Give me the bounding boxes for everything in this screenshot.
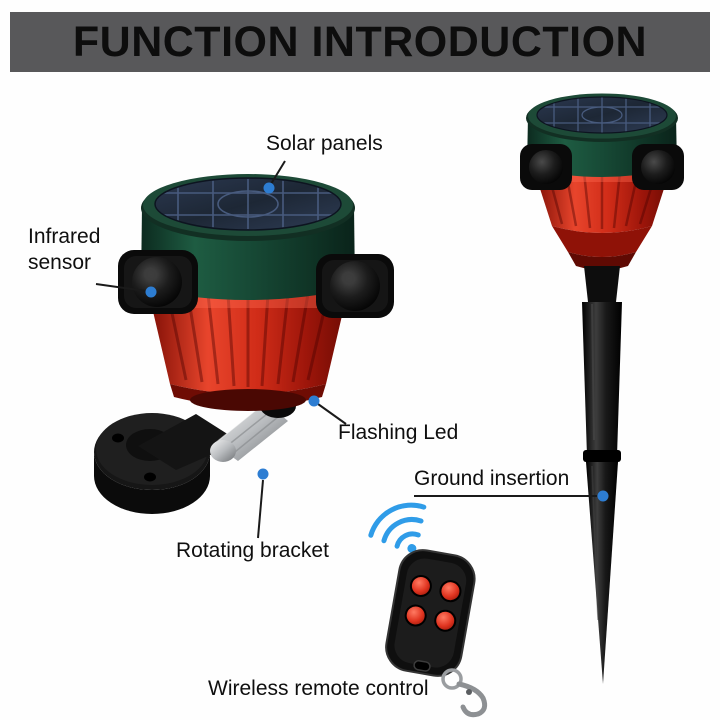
main-device-graphic xyxy=(118,174,394,411)
infrared-sensor-label: Infrared sensor xyxy=(28,225,101,275)
callout-dots xyxy=(145,182,609,502)
callout-dot-rotating-bracket xyxy=(257,468,269,480)
solar-panel-grid-right xyxy=(540,97,664,133)
ground-stake-graphic xyxy=(582,266,622,684)
callout-dot-solar-panels xyxy=(263,182,275,194)
solar-panel-grid-main xyxy=(156,179,340,229)
solar-panels-label: Solar panels xyxy=(266,132,383,155)
title-banner: FUNCTION INTRODUCTION xyxy=(10,12,710,72)
remote-button xyxy=(404,604,427,627)
remote-button xyxy=(434,609,457,632)
callout-line-flashing-led xyxy=(317,403,347,425)
rotating-bracket-label: Rotating bracket xyxy=(176,539,329,562)
ground-insertion-label: Ground insertion xyxy=(414,467,570,490)
callout-lines xyxy=(95,160,597,539)
stake-device-graphic xyxy=(520,93,684,684)
infrared-sensor-right-graphic xyxy=(316,254,394,318)
wifi-signal-icon xyxy=(368,502,427,554)
remote-button xyxy=(409,574,432,597)
infrared-sensor-left-graphic xyxy=(118,250,198,314)
remote-button xyxy=(439,580,462,603)
red-body-ribs xyxy=(166,293,330,387)
callout-dot-ground-insertion xyxy=(597,490,609,502)
callout-dot-flashing-led xyxy=(308,395,320,407)
flashing-led-label: Flashing Led xyxy=(338,421,459,444)
callout-line-rotating-bracket xyxy=(257,479,264,539)
callout-dot-infrared-sensor xyxy=(145,286,157,298)
callout-line-infrared-sensor xyxy=(95,283,147,292)
callout-line-solar-panels xyxy=(270,160,286,185)
remote-control-graphic xyxy=(385,549,476,677)
rotating-bracket-graphic xyxy=(94,394,296,514)
page-title: FUNCTION INTRODUCTION xyxy=(72,17,648,66)
wireless-remote-control-label: Wireless remote control xyxy=(208,677,429,700)
keychain-clasp-graphic xyxy=(441,668,488,718)
